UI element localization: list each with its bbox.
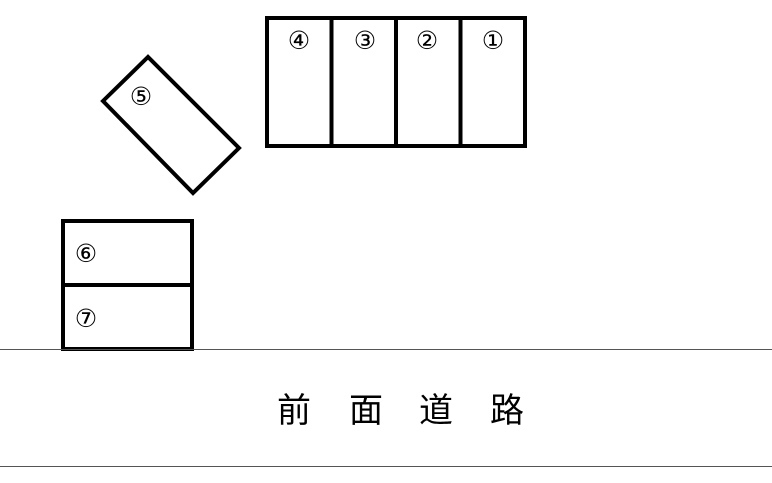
parking-spot-5: ⑤ (100, 54, 242, 196)
spot-label-6: ⑥ (75, 239, 97, 268)
spot-label-4: ④ (288, 26, 310, 55)
road-label-char-2: 面 (349, 391, 383, 431)
spot-label-1: ① (482, 26, 504, 55)
road-label-char-3: 道 (419, 391, 453, 431)
parking-spot-6: ⑥ (61, 219, 194, 287)
parking-spot-4: ④ (265, 16, 334, 148)
parking-spot-3: ③ (329, 16, 398, 148)
parking-spot-2: ② (394, 16, 463, 148)
spot-label-7: ⑦ (75, 304, 97, 333)
spot-label-2: ② (416, 26, 438, 55)
parking-spot-1: ① (458, 16, 527, 148)
spot-label-3: ③ (354, 26, 376, 55)
spot-label-5: ⑤ (130, 82, 152, 111)
road-label-char-4: 路 (490, 391, 524, 431)
road-label: 前 面 道 路 (277, 391, 524, 431)
road-label-char-1: 前 (277, 391, 311, 431)
parking-spot-7: ⑦ (61, 283, 194, 351)
